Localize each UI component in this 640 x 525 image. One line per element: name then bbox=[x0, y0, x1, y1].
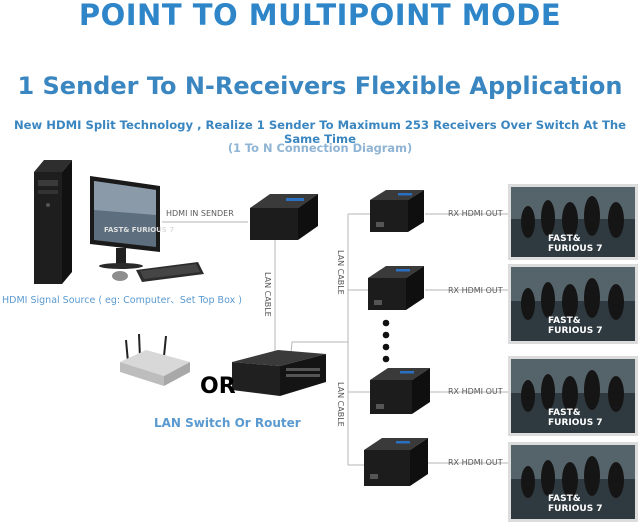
wireless-router-icon bbox=[120, 333, 190, 386]
network-switch-icon bbox=[232, 350, 326, 396]
tv-screen-icon bbox=[508, 184, 638, 260]
page-subtitle: 1 Sender To N-Receivers Flexible Applica… bbox=[17, 72, 623, 100]
rx-out-label: RX HDMI OUT bbox=[448, 286, 503, 295]
lan-cable-label: LAN CABLE bbox=[263, 272, 272, 317]
mouse-icon bbox=[112, 271, 128, 281]
tv-brand-text: FAST&FURIOUS 7 bbox=[548, 494, 603, 514]
page-title: POINT TO MULTIPOINT MODE bbox=[78, 0, 562, 32]
tv-brand-text: FAST&FURIOUS 7 bbox=[548, 408, 603, 428]
pc-tower-icon bbox=[34, 160, 72, 284]
monitor-icon bbox=[90, 176, 160, 269]
lan-cable-label: LAN CABLE bbox=[336, 250, 345, 295]
more-receivers-dots bbox=[382, 319, 390, 363]
receiver-device-icon bbox=[370, 190, 424, 232]
tv-brand-text: FAST&FURIOUS 7 bbox=[548, 234, 603, 254]
description-text: New HDMI Split Technology , Realize 1 Se… bbox=[13, 118, 627, 146]
or-text: OR bbox=[200, 374, 236, 399]
monitor-brand-text: FAST& FURIOUS 7 bbox=[104, 226, 175, 234]
tv-brand-text: FAST&FURIOUS 7 bbox=[548, 316, 603, 336]
sender-device-icon bbox=[250, 194, 318, 240]
receiver-device-icon bbox=[364, 438, 428, 486]
tv-screen-icon bbox=[508, 264, 638, 344]
source-label: HDMI Signal Source ( eg: Computer、Set To… bbox=[2, 295, 242, 306]
keyboard-icon bbox=[136, 262, 204, 282]
rx-out-label: RX HDMI OUT bbox=[448, 209, 503, 218]
receiver-device-icon bbox=[370, 368, 430, 414]
diagram-caption: (1 To N Connection Diagram) bbox=[227, 141, 413, 155]
rx-out-label: RX HDMI OUT bbox=[448, 387, 503, 396]
receiver-device-icon bbox=[368, 266, 424, 310]
switch-label: LAN Switch Or Router bbox=[154, 416, 301, 430]
lan-cable-label: LAN CABLE bbox=[336, 382, 345, 427]
sender-label: HDMI IN SENDER bbox=[166, 209, 234, 218]
tv-screen-icon bbox=[508, 356, 638, 436]
rx-out-label: RX HDMI OUT bbox=[448, 458, 503, 467]
tv-screen-icon bbox=[508, 442, 638, 522]
